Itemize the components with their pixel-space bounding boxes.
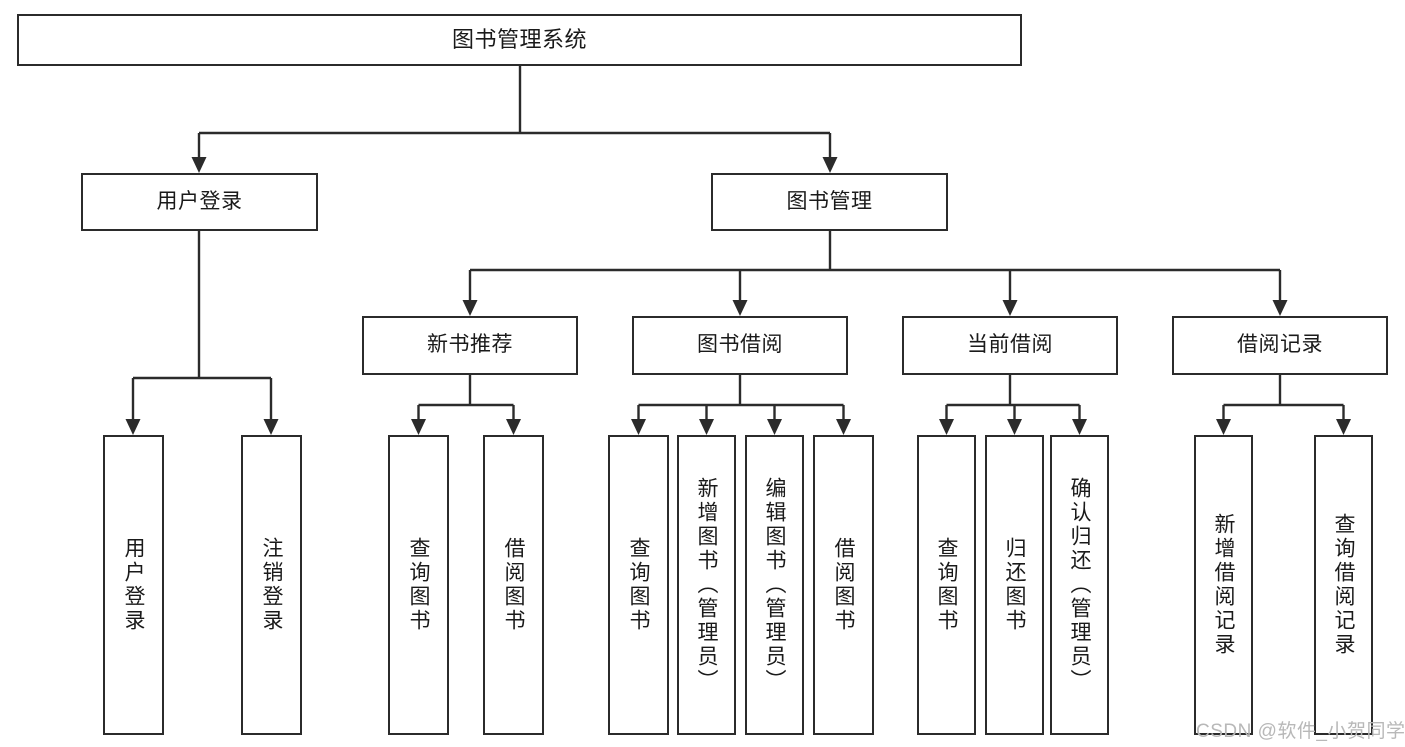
node-borrow-record[interactable]: 借阅记录 [1172,316,1388,375]
node-leaf-user-logout[interactable]: 注销登录 [241,435,302,735]
node-label: 归还图书 [1003,537,1026,633]
node-new-book-recommend[interactable]: 新书推荐 [362,316,578,375]
watermark-label: CSDN @软件_小贺同学 [1196,721,1405,742]
node-leaf-add-book[interactable]: 新增图书（管理员） [677,435,736,735]
node-leaf-borrow-book-1[interactable]: 借阅图书 [483,435,544,735]
node-label: 图书管理 [786,189,873,213]
node-leaf-return-book[interactable]: 归还图书 [985,435,1044,735]
node-label: 当前借阅 [967,333,1053,357]
node-label: 图书借阅 [697,333,783,357]
node-label: 查询图书 [627,537,650,633]
node-leaf-query-book-2[interactable]: 查询图书 [608,435,669,735]
node-label: 查询图书 [935,537,958,633]
node-label: 新增借阅记录 [1212,513,1235,657]
node-label: 新书推荐 [427,333,513,357]
node-label: 用户登录 [156,189,243,213]
node-label: 编辑图书（管理员） [763,477,786,693]
node-label: 新增图书（管理员） [695,477,718,693]
node-label: 借阅记录 [1237,333,1323,357]
node-book-manage[interactable]: 图书管理 [711,173,948,231]
node-user-login[interactable]: 用户登录 [81,173,318,231]
node-book-borrow[interactable]: 图书借阅 [632,316,848,375]
node-label: 确认归还（管理员） [1068,477,1091,693]
node-root[interactable]: 图书管理系统 [17,14,1022,66]
node-leaf-query-book-1[interactable]: 查询图书 [388,435,449,735]
node-label: 查询图书 [407,537,430,633]
node-leaf-edit-book[interactable]: 编辑图书（管理员） [745,435,804,735]
node-label: 用户登录 [122,537,145,633]
node-label: 图书管理系统 [451,27,587,53]
node-leaf-query-book-3[interactable]: 查询图书 [917,435,976,735]
node-label: 注销登录 [260,537,283,633]
node-leaf-confirm-return[interactable]: 确认归还（管理员） [1050,435,1109,735]
node-leaf-add-record[interactable]: 新增借阅记录 [1194,435,1253,735]
node-current-borrow[interactable]: 当前借阅 [902,316,1118,375]
node-leaf-borrow-book-2[interactable]: 借阅图书 [813,435,874,735]
node-leaf-query-record[interactable]: 查询借阅记录 [1314,435,1373,735]
node-label: 查询借阅记录 [1332,513,1355,657]
node-label: 借阅图书 [502,537,525,633]
node-label: 借阅图书 [832,537,855,633]
node-leaf-user-login[interactable]: 用户登录 [103,435,164,735]
